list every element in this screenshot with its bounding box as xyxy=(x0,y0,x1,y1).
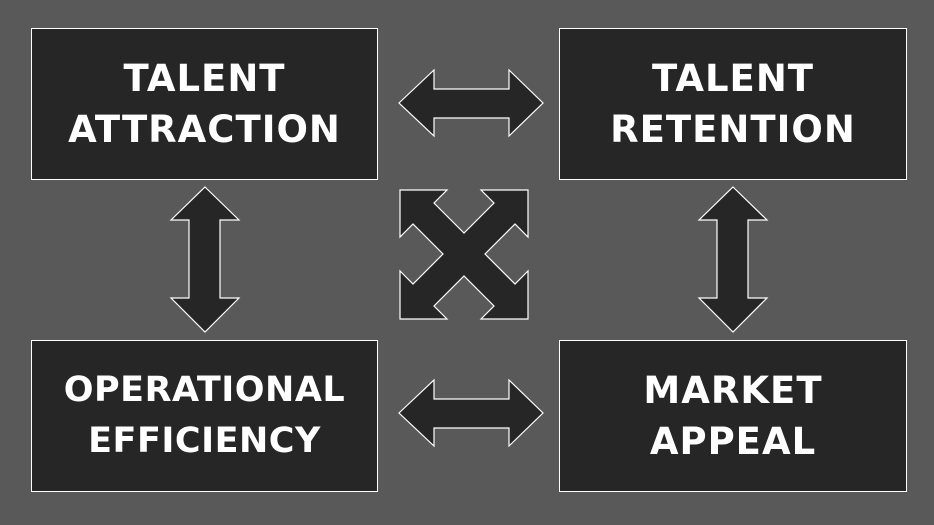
operational-efficiency-line2: EFFICIENCY xyxy=(88,421,321,461)
cross-arrows-icon xyxy=(399,189,529,320)
market-appeal-line1: MARKET xyxy=(643,369,823,412)
bottom-double-arrow-icon xyxy=(398,378,544,448)
talent-retention-line1: TALENT xyxy=(651,57,815,100)
right-vertical-double-arrow-icon xyxy=(697,186,769,333)
operational-efficiency-line1: OPERATIONAL xyxy=(63,370,346,410)
talent-attraction-box: TALENT ATTRACTION xyxy=(31,28,378,180)
talent-attraction-line1: TALENT xyxy=(123,57,286,100)
talent-retention-line2: RETENTION xyxy=(610,108,856,151)
market-appeal-line2: APPEAL xyxy=(649,420,817,463)
operational-efficiency-box: OPERATIONAL EFFICIENCY xyxy=(31,340,378,492)
talent-attraction-line2: ATTRACTION xyxy=(68,108,341,151)
market-appeal-box: MARKET APPEAL xyxy=(559,340,907,492)
top-double-arrow-icon xyxy=(398,68,544,138)
left-vertical-double-arrow-icon xyxy=(169,186,241,333)
talent-retention-box: TALENT RETENTION xyxy=(559,28,907,180)
